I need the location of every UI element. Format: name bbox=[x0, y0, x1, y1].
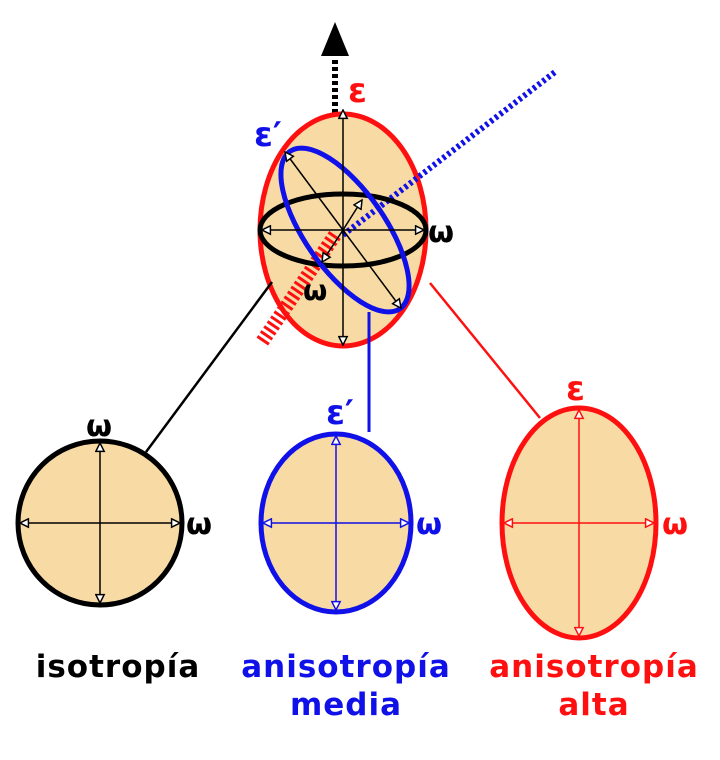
caption-high-line2: alta bbox=[558, 687, 630, 723]
top-arrow-upper-left bbox=[285, 152, 344, 231]
caption-high: anisotropía alta bbox=[474, 648, 714, 724]
top-arrow-lower-right bbox=[342, 229, 401, 308]
isotropy-section: ω ω bbox=[15, 409, 212, 608]
label-omega-iso-top: ω bbox=[86, 409, 112, 444]
caption-medium: anisotropía media bbox=[226, 648, 466, 724]
label-omega-medium-right: ω bbox=[416, 507, 442, 542]
caption-medium-line1: anisotropía bbox=[241, 649, 451, 685]
caption-isotropy-text: isotropía bbox=[35, 649, 201, 685]
label-omega-right-top: ω bbox=[428, 215, 454, 250]
caption-medium-line2: media bbox=[289, 687, 403, 723]
medium-section: ε′ ω bbox=[258, 393, 442, 615]
connector-isotropy bbox=[144, 281, 274, 453]
top-indicatrix: ε ε′ ω ω bbox=[144, 22, 557, 453]
top-arrow-back bbox=[342, 200, 362, 231]
optic-axis-arrowhead bbox=[321, 22, 349, 56]
label-omega-high-right: ω bbox=[662, 507, 688, 542]
top-arrow-front bbox=[322, 229, 344, 262]
caption-isotropy: isotropía bbox=[18, 648, 218, 686]
high-section: ε ω bbox=[499, 369, 688, 641]
label-epsilon-high: ε bbox=[566, 369, 585, 409]
label-omega-iso-right: ω bbox=[186, 507, 212, 542]
caption-high-line1: anisotropía bbox=[489, 649, 699, 685]
label-epsilon-prime-top: ε′ bbox=[254, 115, 282, 155]
label-epsilon-prime-medium: ε′ bbox=[326, 393, 354, 433]
label-omega-center-top: ω bbox=[303, 274, 327, 307]
connector-high bbox=[429, 282, 541, 419]
label-epsilon-top: ε bbox=[348, 71, 367, 111]
